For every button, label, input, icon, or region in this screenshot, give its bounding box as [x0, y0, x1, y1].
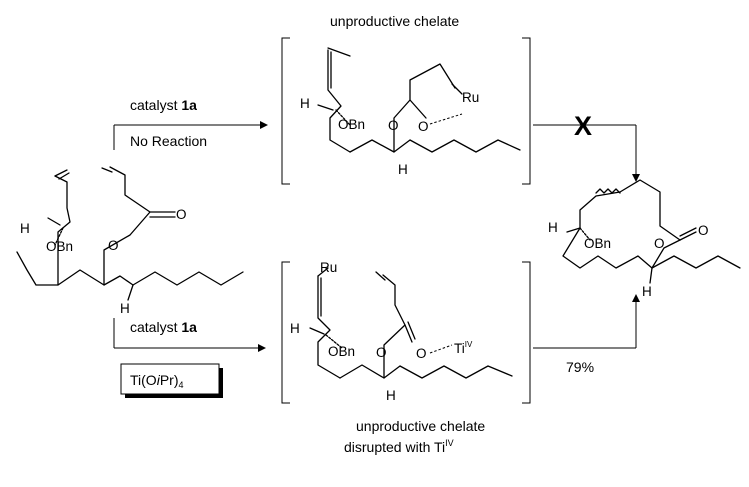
top-result-label: No Reaction: [130, 133, 207, 149]
blocked-cross: X: [574, 111, 592, 141]
bottom-ti-label: TiIV: [454, 340, 473, 356]
top-ru-label: Ru: [462, 90, 479, 105]
top-ester-o-label: O: [388, 118, 399, 133]
sm-h-stereo-label: H: [120, 301, 130, 316]
bottom-h-label: H: [290, 321, 300, 336]
top-obn-label: OBn: [338, 117, 365, 132]
additive-label: Ti(OiPr)4: [130, 372, 184, 390]
sm-carbonyl-o-label: O: [176, 207, 187, 222]
bottom-right-bracket: [522, 261, 531, 404]
top-right-bracket: [522, 37, 531, 185]
top-left-bracket: [281, 37, 290, 185]
top-reagent-label: catalyst 1a: [130, 97, 197, 113]
bottom-h-stereo-label: H: [386, 388, 396, 403]
bottom-obn-label: OBn: [328, 344, 355, 359]
productive-arrowhead: [632, 294, 640, 302]
bottom-arrowhead: [258, 344, 266, 352]
bottom-caption-line1: unproductive chelate: [356, 418, 485, 434]
sm-obn-label: OBn: [46, 239, 73, 254]
starting-material: H OBn O O H: [16, 166, 244, 316]
top-arrowhead: [260, 121, 268, 129]
top-chelate-structure: H OBn O O Ru H: [300, 47, 521, 177]
bottom-chelate-structure: Ru H OBn O O TiIV H: [290, 260, 513, 403]
sm-ester-o-label: O: [108, 238, 119, 253]
product-carbonyl-o-label: O: [698, 223, 709, 238]
bottom-ru-label: Ru: [320, 260, 337, 275]
bottom-carbonyl-o-label: O: [416, 346, 427, 361]
sm-h-label: H: [20, 221, 30, 236]
blocked-arrowhead: [632, 174, 640, 182]
bottom-reagent-label: catalyst 1a: [130, 319, 197, 335]
bottom-caption-line2: disrupted with TiIV: [344, 438, 454, 455]
product-ester-o-label: O: [654, 236, 665, 251]
product-obn-label: OBn: [584, 236, 611, 251]
top-h-label: H: [300, 96, 310, 111]
product-h-label: H: [548, 220, 558, 235]
product-h-stereo-label: H: [642, 284, 652, 299]
top-chelate-caption: unproductive chelate: [330, 13, 459, 29]
yield-label: 79%: [566, 359, 594, 375]
bottom-ester-o-label: O: [376, 345, 387, 360]
top-h-stereo-label: H: [398, 162, 408, 177]
product-macrolactone: H OBn O O H: [548, 179, 741, 299]
bottom-left-bracket: [281, 261, 290, 404]
additive-box: [120, 363, 220, 395]
top-carbonyl-o-label: O: [418, 119, 429, 134]
